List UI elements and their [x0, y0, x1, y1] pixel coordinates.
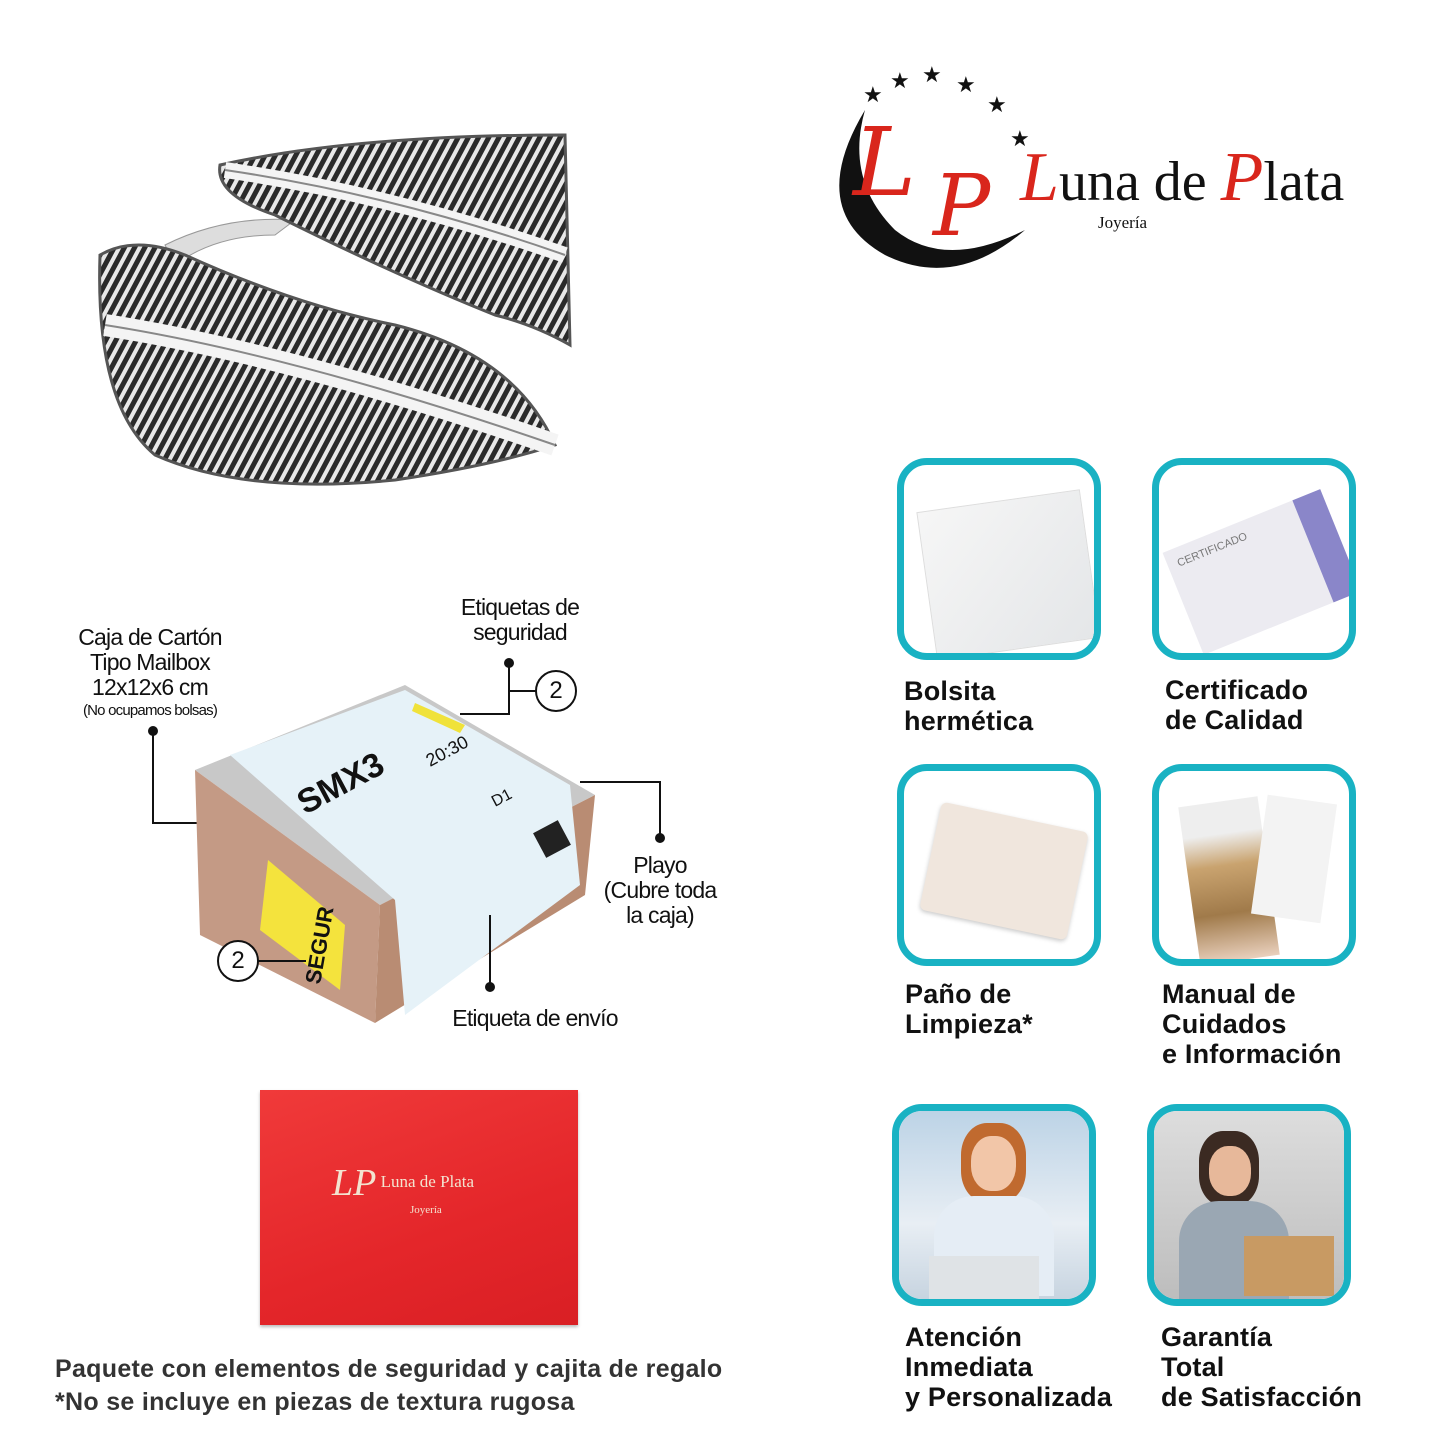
- svg-text:★: ★: [1010, 127, 1030, 152]
- svg-text:★: ★: [956, 73, 976, 98]
- security-count-badge: 2: [535, 670, 577, 712]
- svg-text:★: ★: [987, 93, 1007, 118]
- svg-text:P: P: [931, 157, 992, 256]
- satisfaction-card: [1147, 1104, 1351, 1306]
- support-photo: [899, 1111, 1089, 1299]
- certificate-image: CERTIFICADO: [1162, 489, 1349, 653]
- bag-image: [916, 489, 1094, 653]
- manual-card: [1152, 764, 1356, 966]
- cloth-image: [919, 801, 1089, 941]
- svg-text:★: ★: [863, 83, 883, 108]
- gift-box-image: LP Luna de Plata Joyería: [260, 1090, 578, 1325]
- svg-text:★: ★: [922, 63, 942, 88]
- support-card: [892, 1104, 1096, 1306]
- satisfaction-photo: [1154, 1111, 1344, 1299]
- cloth-card: [897, 764, 1101, 966]
- shipping-box-image: SMX3 20:30 D1 SEGUR: [195, 685, 595, 1023]
- feather-ring-image: [98, 133, 572, 486]
- bag-card: [897, 458, 1101, 660]
- footer-line-2: *No se incluye en piezas de textura rugo…: [55, 1388, 575, 1416]
- security-count-badge-2: 2: [217, 940, 259, 982]
- luna-de-plata-logo: ★★★★★★ L P Luna de Plata Joyería: [839, 63, 1344, 268]
- manual-page: [1250, 794, 1338, 924]
- shipping-label-label: Etiqueta de envío: [452, 1005, 618, 1031]
- certificate-card: CERTIFICADO: [1152, 458, 1356, 660]
- svg-text:Luna de Plata: Luna de Plata: [1019, 139, 1344, 216]
- logo-subtitle: Joyería: [1098, 213, 1148, 232]
- footer-line-1: Paquete con elementos de seguridad y caj…: [55, 1355, 723, 1383]
- svg-text:L: L: [851, 108, 916, 218]
- gift-box-logo: LP Luna de Plata Joyería: [332, 1162, 475, 1217]
- svg-text:★: ★: [890, 69, 910, 94]
- certificate-text: CERTIFICADO: [1175, 530, 1250, 570]
